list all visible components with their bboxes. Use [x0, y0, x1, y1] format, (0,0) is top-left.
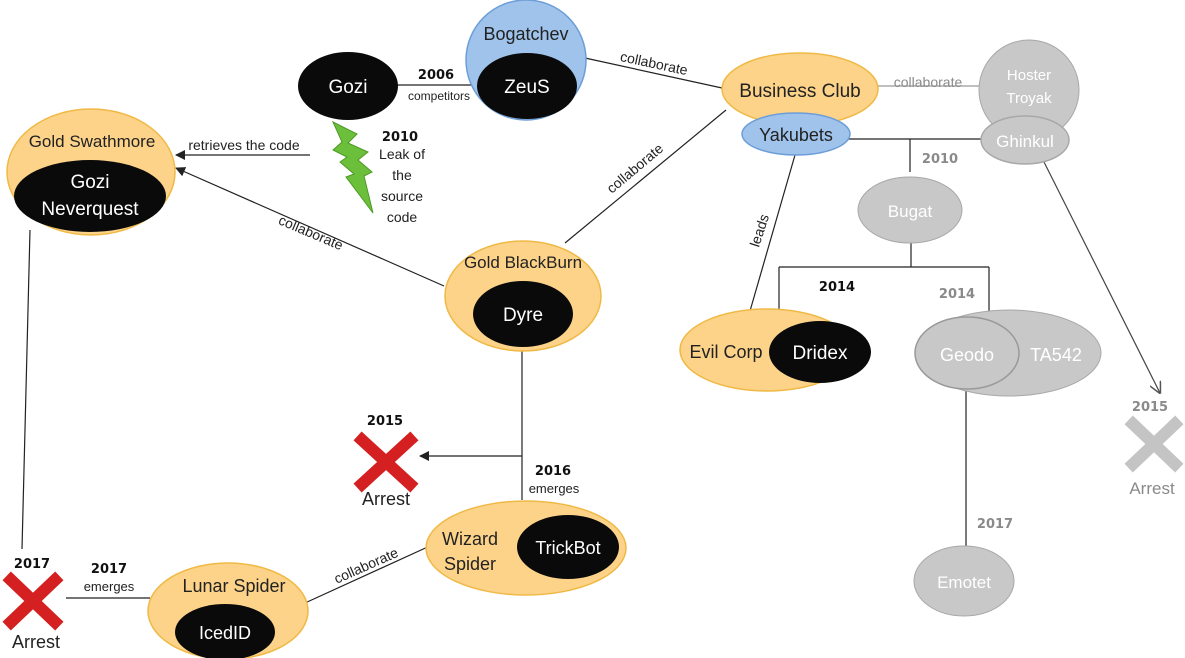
collaborate-businessclub-blackburn-label: collaborate [603, 140, 666, 196]
lunar-spider-label: Lunar Spider [182, 576, 285, 596]
lightning-icon [331, 120, 374, 214]
arrest-center-label: Arrest [362, 489, 410, 509]
node-yakubets: Yakubets [741, 112, 851, 156]
collaborate-swathmore-blackburn-label: collaborate [276, 212, 345, 254]
year-2010-leak-label: 2010 [382, 130, 418, 145]
ta542-label: TA542 [1030, 345, 1082, 365]
bogatchev-label: Bogatchev [483, 24, 568, 44]
node-dridex: Dridex [769, 321, 871, 383]
year-2006-label: 2006 [418, 68, 454, 83]
leak-line3: source [381, 188, 423, 204]
year-2014-geodo-label: 2014 [939, 287, 975, 302]
wizard-spider-line1: Wizard [442, 529, 498, 549]
node-hoster-troyak: Hoster Troyak [978, 39, 1080, 141]
node-gozi-neverquest: Gozi Neverquest [14, 160, 166, 232]
hoster-label-line2: Troyak [1006, 90, 1052, 107]
node-trickbot: TrickBot [517, 515, 619, 579]
year-2015-center-label: 2015 [367, 414, 403, 429]
leak-line4: code [387, 209, 418, 225]
x-mark-icon [1124, 415, 1184, 473]
icedid-label: IcedID [199, 623, 251, 643]
node-emotet: Emotet [913, 545, 1015, 617]
node-geodo: Geodo [914, 316, 1020, 390]
dyre-ellipse [473, 281, 573, 347]
gozi-neverquest-line2: Neverquest [41, 199, 139, 220]
gozi-neverquest-ellipse [14, 160, 166, 232]
line-swathmore-lunar-arrest [21, 229, 31, 550]
competitors-label: competitors [408, 89, 470, 103]
yakubets-ellipse [741, 112, 851, 156]
leak-line2: the [392, 167, 412, 183]
line-bogatchev-businessclub [584, 57, 723, 89]
bugat-ellipse [857, 176, 963, 244]
hoster-label-line1: Hoster [1007, 67, 1051, 84]
year-2017-lunar-label: 2017 [91, 562, 127, 577]
gozi-neverquest-line1: Gozi [70, 172, 109, 193]
dridex-ellipse [769, 321, 871, 383]
zeus-label: ZeuS [504, 77, 549, 98]
evil-corp-label: Evil Corp [689, 342, 762, 362]
gold-swathmore-label: Gold Swathmore [29, 132, 156, 151]
x-mark-icon [2, 571, 64, 631]
arrest-icon-right [1124, 415, 1184, 473]
trickbot-ellipse [517, 515, 619, 579]
node-ghinkul: Ghinkul [980, 115, 1070, 165]
zeus-ellipse [477, 53, 577, 119]
line-yakubets-evilcorp [749, 154, 796, 312]
ghinkul-label: Ghinkul [996, 132, 1054, 151]
geodo-ellipse [914, 316, 1020, 390]
gold-blackburn-label: Gold BlackBurn [464, 253, 582, 272]
geodo-label: Geodo [940, 345, 994, 365]
node-bugat: Bugat [857, 176, 963, 244]
arrest-icon-left [2, 571, 64, 631]
dridex-label: Dridex [793, 343, 848, 364]
retrieves-code-label: retrieves the code [188, 137, 299, 153]
year-2014-evilcorp-label: 2014 [819, 280, 855, 295]
year-2010-bugat-label: 2010 [922, 152, 958, 167]
line-wizard-lunar [304, 544, 433, 604]
node-dyre: Dyre [473, 281, 573, 347]
emotet-label: Emotet [937, 573, 991, 592]
x-mark-icon [353, 431, 419, 493]
connector-lines [21, 57, 1160, 604]
gozi-label: Gozi [328, 77, 367, 98]
arrest-right-label: Arrest [1129, 479, 1175, 498]
leak-line1: Leak of [379, 146, 425, 162]
year-2017-emotet-label: 2017 [977, 517, 1013, 532]
emerges-lunar-label: emerges [84, 579, 135, 594]
collaborate-wizard-lunar-label: collaborate [331, 544, 400, 587]
emerges-wizard-label: emerges [529, 481, 580, 496]
node-zeus: ZeuS [477, 53, 577, 119]
emotet-ellipse [913, 545, 1015, 617]
year-2015-right-label: 2015 [1132, 400, 1168, 415]
icedid-ellipse [175, 604, 275, 658]
dyre-label: Dyre [503, 305, 543, 326]
line-businessclub-blackburn [564, 109, 727, 244]
ghinkul-ellipse [980, 115, 1070, 165]
node-gozi: Gozi [298, 52, 398, 120]
yakubets-label: Yakubets [759, 125, 833, 145]
leads-label: leads [746, 212, 772, 249]
collaborate-businessclub-hoster-label: collaborate [894, 74, 963, 90]
node-icedid: IcedID [175, 604, 275, 658]
gozi-ellipse [298, 52, 398, 120]
year-2017-left-label: 2017 [14, 557, 50, 572]
arrow-ghinkul-to-arrest [1043, 161, 1160, 393]
trickbot-label: TrickBot [535, 538, 600, 558]
business-club-label: Business Club [739, 81, 860, 102]
wizard-spider-line2: Spider [444, 554, 496, 574]
bugat-label: Bugat [888, 202, 933, 221]
arrest-left-label: Arrest [12, 632, 60, 652]
arrest-icon-center [353, 431, 419, 493]
arrow-blackburn-to-swathmore [175, 167, 445, 287]
year-2016-label: 2016 [535, 464, 571, 479]
